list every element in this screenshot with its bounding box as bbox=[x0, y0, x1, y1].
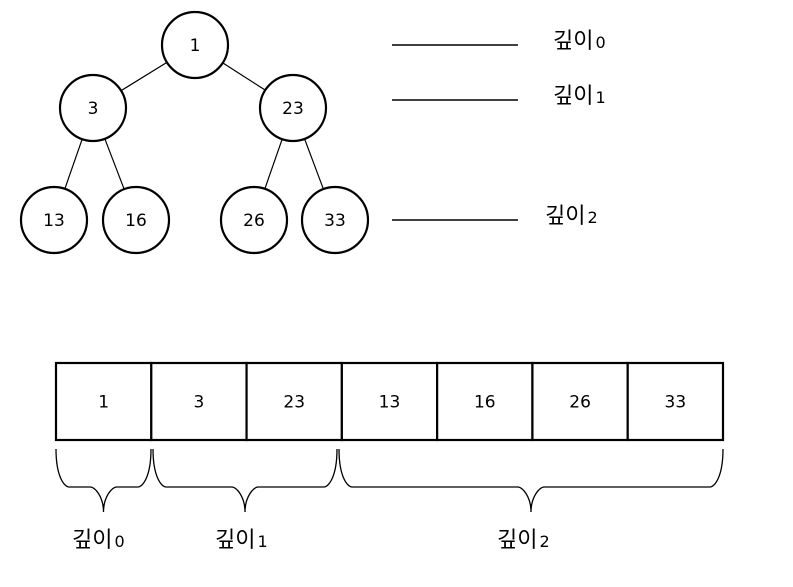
tree-edge-n23-n26 bbox=[264, 138, 283, 190]
depth-number: 0 bbox=[114, 532, 125, 551]
tree-node-3[interactable] bbox=[58, 73, 128, 143]
tree-node-label-3: 3 bbox=[88, 99, 99, 119]
tree-node-label-1: 1 bbox=[190, 36, 201, 56]
array-cell-label-5: 26 bbox=[569, 393, 591, 413]
tree-edge-n3-n16 bbox=[104, 138, 125, 190]
depth-number: 1 bbox=[595, 88, 606, 107]
tree-node-1[interactable] bbox=[160, 10, 230, 80]
tree-node-label-16: 16 bbox=[125, 211, 147, 231]
tree-node-label-26: 26 bbox=[243, 211, 265, 231]
depth-word: 깊이 bbox=[72, 528, 113, 553]
array-cell-label-2: 23 bbox=[283, 393, 305, 413]
tree-node-23[interactable] bbox=[258, 73, 328, 143]
under-brace-depth2 bbox=[338, 448, 724, 513]
tree-node-13[interactable] bbox=[19, 185, 89, 255]
tree-edge-root-n3 bbox=[120, 61, 168, 92]
tree-node-label-33: 33 bbox=[324, 211, 346, 231]
depth-braces-group bbox=[55, 448, 724, 513]
depth-word: 깊이 bbox=[553, 84, 594, 109]
array-cell-label-1: 3 bbox=[194, 393, 205, 413]
tree-node-16[interactable] bbox=[101, 185, 171, 255]
depth-legend-rules-group bbox=[392, 44, 518, 221]
depth-number: 2 bbox=[587, 208, 598, 227]
tree-node-label-13: 13 bbox=[43, 211, 65, 231]
tree-node-26[interactable] bbox=[219, 185, 289, 255]
tree-edge-n23-n33 bbox=[304, 138, 324, 190]
tree-edge-n3-n13 bbox=[64, 138, 83, 190]
depth-word: 깊이 bbox=[545, 204, 586, 229]
tree-edge-root-n23 bbox=[222, 62, 266, 91]
array-cell-label-6: 33 bbox=[665, 393, 687, 413]
tree-node-label-23: 23 bbox=[282, 99, 304, 119]
array-cell-label-3: 13 bbox=[379, 393, 401, 413]
depth-word: 깊이 bbox=[553, 29, 594, 54]
tree-node-33[interactable] bbox=[300, 185, 370, 255]
array-cell-4[interactable] bbox=[436, 361, 534, 442]
depth-number: 1 bbox=[257, 532, 268, 551]
depth-number: 2 bbox=[539, 532, 550, 551]
array-cell-3[interactable] bbox=[340, 361, 439, 442]
under-brace-depth1 bbox=[152, 448, 338, 513]
under-brace-depth0 bbox=[55, 448, 152, 513]
array-cell-6[interactable] bbox=[626, 361, 725, 442]
depth-word: 깊이 bbox=[215, 528, 256, 553]
tree-edges-group bbox=[64, 61, 324, 190]
array-cell-label-4: 16 bbox=[474, 393, 496, 413]
depth-word: 깊이 bbox=[497, 528, 538, 553]
array-cell-2[interactable] bbox=[245, 361, 343, 442]
array-cell-5[interactable] bbox=[531, 361, 629, 442]
array-cell-label-0: 1 bbox=[98, 393, 109, 413]
depth-number: 0 bbox=[595, 33, 606, 52]
